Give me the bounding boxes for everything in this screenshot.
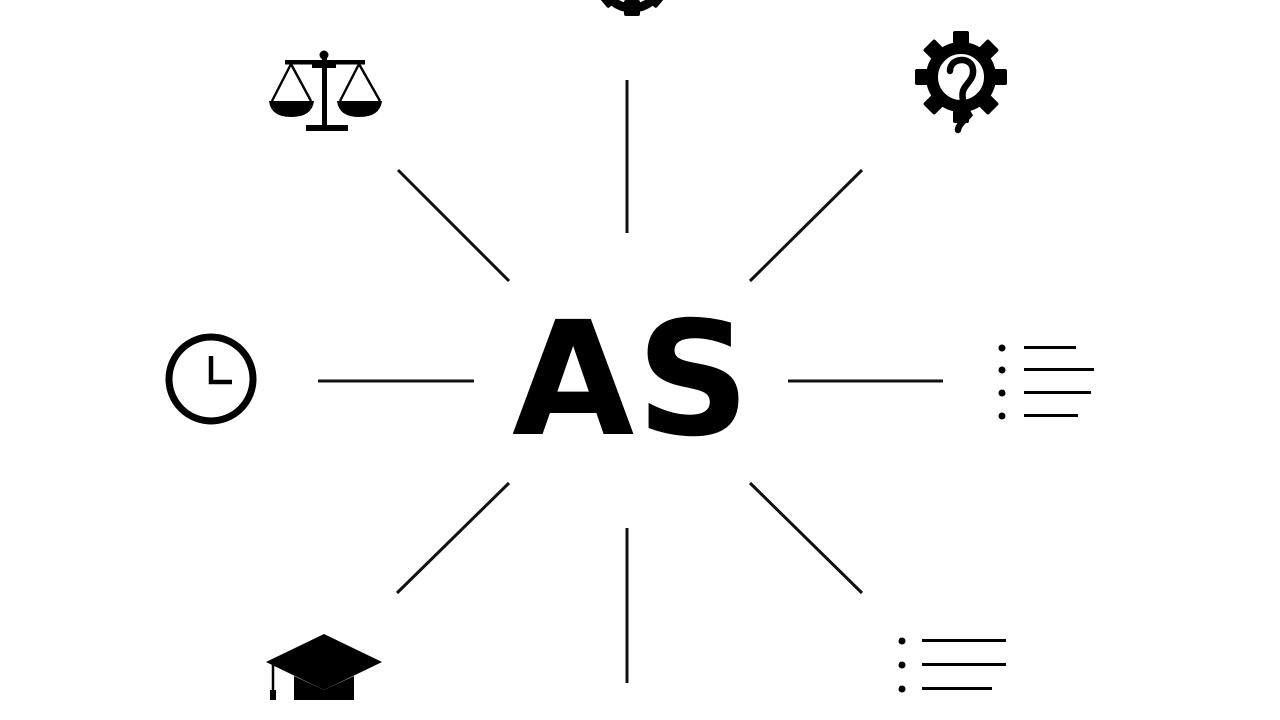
- gear-icon: [598, 0, 666, 16]
- center-label: AS: [512, 288, 752, 472]
- spoke-top-right: [748, 168, 864, 283]
- bulleted-list-icon: [998, 344, 1094, 420]
- spoke-top-left: [396, 168, 511, 283]
- scales-of-justice-icon: [269, 50, 382, 131]
- clock-icon: [165, 333, 257, 425]
- gear-question-icon: [915, 31, 1007, 134]
- graduation-cap-icon: [266, 634, 382, 700]
- spoke-bottom-right: [748, 481, 864, 595]
- bulleted-list-icon: [898, 637, 1006, 693]
- spoke-bottom-left: [395, 481, 511, 595]
